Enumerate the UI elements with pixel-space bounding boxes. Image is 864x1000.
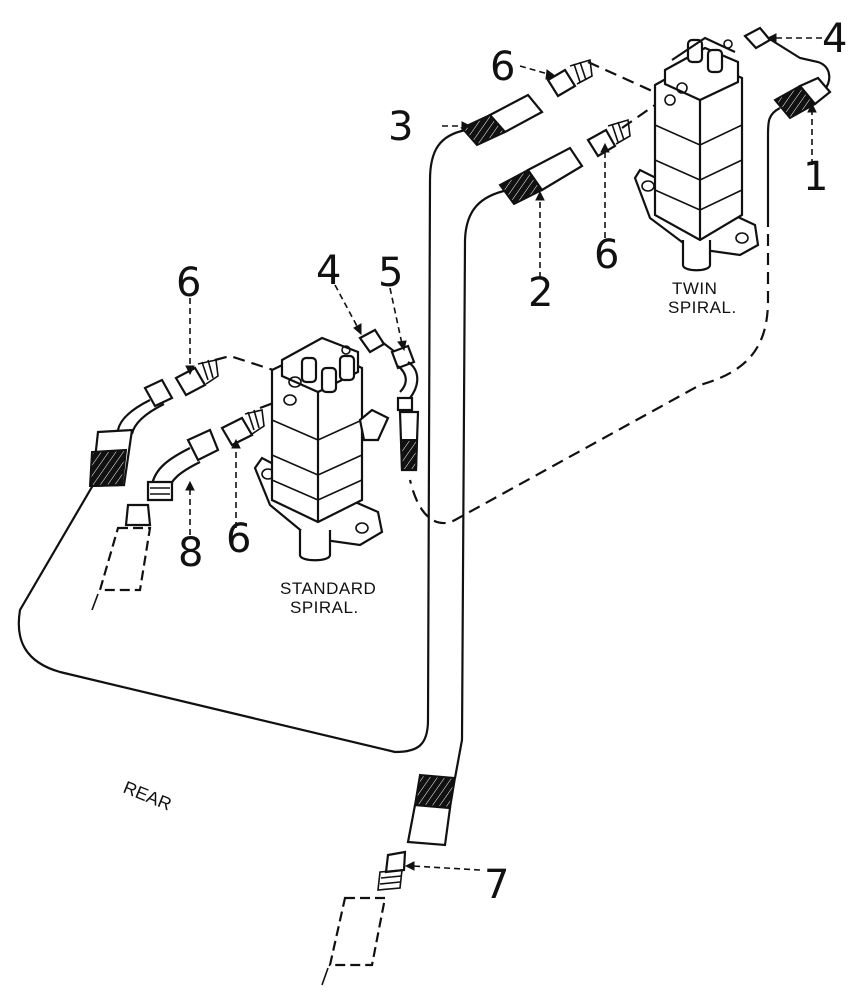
part-6-adapter-std-upper bbox=[174, 359, 219, 397]
part-4-elbow-std bbox=[341, 328, 396, 355]
callout-6-std-lower: 6 bbox=[226, 516, 251, 562]
callout-7: 7 bbox=[484, 862, 509, 908]
part-6-adapter-top bbox=[546, 58, 593, 98]
part-6-adapter-lower bbox=[586, 118, 631, 158]
dashed-line-return bbox=[408, 215, 770, 525]
standard-spiral-motor bbox=[253, 336, 390, 562]
hose-3-line bbox=[17, 128, 467, 754]
part-8-elbow bbox=[146, 428, 220, 502]
hose-1-line bbox=[766, 107, 781, 215]
callout-4-standard: 4 bbox=[316, 248, 341, 294]
callout-leaders bbox=[185, 33, 822, 871]
hose-lines bbox=[17, 60, 781, 779]
part-3-hose-end bbox=[460, 93, 544, 147]
part-6-adapter-std-lower bbox=[220, 409, 265, 447]
callout-6-twin-top: 6 bbox=[490, 44, 515, 90]
twin-spiral-motor bbox=[633, 36, 760, 272]
rear-label: REAR bbox=[121, 777, 175, 814]
callout-3: 3 bbox=[388, 104, 413, 150]
callout-5: 5 bbox=[378, 250, 403, 296]
callout-6-std-upper: 6 bbox=[176, 260, 201, 306]
elbow-hose-std-upper bbox=[88, 378, 174, 488]
part-4-elbow-top bbox=[723, 26, 831, 89]
callout-1: 1 bbox=[803, 154, 828, 200]
part-1-hose-end bbox=[773, 76, 832, 120]
callout-6-twin-lower: 6 bbox=[594, 232, 619, 278]
part-2-hose-end bbox=[498, 146, 584, 206]
callout-4-twin: 4 bbox=[822, 16, 847, 62]
standard-spiral-label-line-1: STANDARD bbox=[280, 579, 376, 598]
callout-8: 8 bbox=[178, 530, 203, 576]
part-5-fitting bbox=[390, 344, 420, 472]
standard-spiral-label-line-2: SPIRAL. bbox=[290, 598, 359, 617]
twin-spiral-label-line-2: SPIRAL. bbox=[668, 298, 737, 317]
part-7-hose-assembly bbox=[321, 773, 457, 986]
hose-2-line bbox=[453, 188, 509, 779]
callout-2: 2 bbox=[528, 270, 553, 316]
hose-end-std-lower bbox=[91, 503, 152, 611]
twin-spiral-label-line-1: TWIN bbox=[672, 279, 717, 298]
